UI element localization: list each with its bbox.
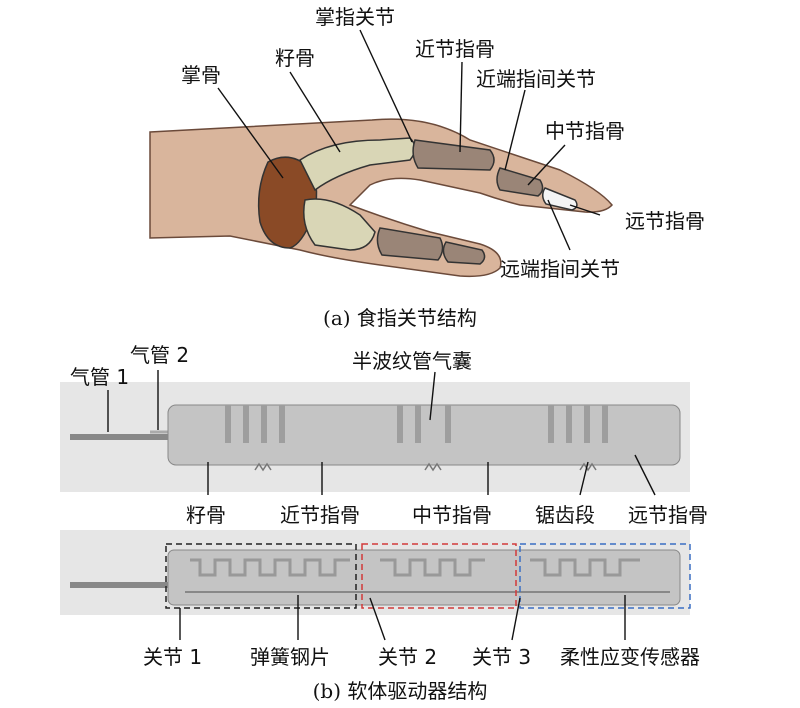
upper-middle-phalanx — [496, 167, 544, 197]
joint-2-box — [361, 543, 517, 609]
bellows-grooves — [225, 405, 608, 443]
label-phalanx-bone-b: 籽骨 — [186, 503, 226, 527]
label-spring-steel: 弹簧钢片 — [250, 645, 330, 669]
label-joint-3: 关节 3 — [472, 645, 531, 669]
panel-a-hand — [149, 118, 613, 278]
section-chambers — [190, 558, 640, 577]
hand-skin — [149, 118, 613, 278]
sawtooth-marks — [254, 462, 597, 472]
label-middle-phalanx-a: 中节指骨 — [545, 119, 625, 143]
label-proximal-phalanx-b: 近节指骨 — [280, 503, 360, 527]
upper-distal-phalanx — [542, 187, 578, 211]
label-metacarpal: 掌骨 — [181, 63, 221, 87]
actuator-section — [60, 530, 691, 615]
label-distal-phalanx-b: 远节指骨 — [628, 503, 708, 527]
label-air-tube-1: 气管 1 — [70, 365, 129, 389]
label-sawtooth: 锯齿段 — [535, 503, 595, 527]
lower-proximal-phalanx — [376, 227, 444, 261]
joint-1-box — [165, 543, 357, 609]
lower-distal-phalanx — [442, 241, 486, 265]
caption-a: (a) 食指关节结构 — [323, 306, 477, 330]
lower-phalanx-bone — [303, 198, 376, 251]
label-joint-1: 关节 1 — [143, 645, 202, 669]
label-phalanx-bone-a: 籽骨 — [275, 46, 315, 70]
label-bellows: 半波纹管气囊 — [352, 349, 472, 373]
label-air-tube-2: 气管 2 — [130, 343, 189, 367]
actuator-top — [60, 382, 690, 492]
label-joint-2: 关节 2 — [378, 645, 437, 669]
caption-b: (b) 软体驱动器结构 — [313, 679, 488, 703]
label-proximal-phalanx-a: 近节指骨 — [415, 37, 495, 61]
joint-3-box — [519, 543, 691, 609]
label-sensor: 柔性应变传感器 — [560, 645, 700, 669]
upper-proximal-phalanx — [412, 139, 495, 171]
panel-b-lower-leaders — [179, 595, 626, 641]
label-distal-phalanx-a: 远节指骨 — [625, 209, 705, 233]
label-mcp-joint: 掌指关节 — [315, 5, 395, 29]
section-body — [167, 549, 681, 606]
panel-b-top-leaders — [107, 370, 656, 496]
panel-a-leaders — [217, 29, 601, 251]
label-pip-joint: 近端指间关节 — [476, 67, 596, 91]
label-middle-phalanx-b: 中节指骨 — [412, 503, 492, 527]
label-dip-joint: 远端指间关节 — [500, 257, 620, 281]
